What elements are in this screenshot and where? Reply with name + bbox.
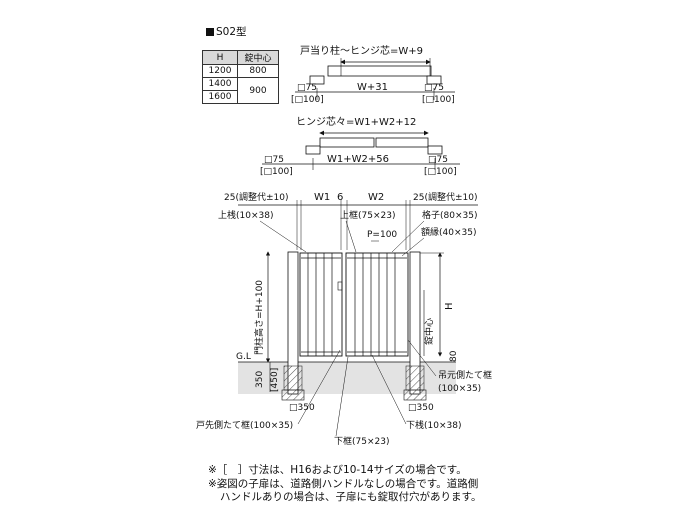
lock-icon [337, 281, 343, 291]
plan1-caption: 戸当り柱～ヒンジ芯=W+9 [300, 44, 423, 57]
plan2-span: W1+W2+56 [327, 154, 389, 165]
plan2-leaf-left [319, 137, 375, 148]
post-height-label: 門柱高さ=H+100 [253, 280, 265, 355]
plan2-post-right [427, 145, 443, 155]
elev-gap: 6 [337, 192, 343, 203]
plan2-post-left [305, 145, 321, 155]
elev-w1: W1 [314, 192, 330, 203]
gl-label: G.L [236, 352, 251, 362]
note-1: ※［ ］寸法は、H16および10-14サイズの場合です。 [208, 464, 467, 476]
foot-right-label: □350 [408, 403, 434, 413]
lattice-bars [301, 253, 407, 356]
embed-left [283, 365, 303, 391]
upper-rail-left-label: 上桟(10×38) [218, 209, 273, 221]
pitch-label: P=100 [367, 230, 397, 240]
spec-row-lock: 900 [237, 77, 279, 104]
note-3: ハンドルありの場合は、子扉にも錠取付穴があります。 [220, 491, 482, 503]
top-plan-1: 戸当り柱～ヒンジ芯=W+9 □75 [□100] W+31 □75 [□100] [291, 44, 455, 105]
plan1-gate-leaf [327, 65, 432, 77]
lock-center-label: 錠中心 [423, 318, 435, 345]
top-plan-2: ヒンジ芯々=W1+W2+12 □75 [□100] W1+W2+56 □75 [… [260, 115, 460, 177]
plan1-post-left [309, 75, 325, 85]
plan2-caption: ヒンジ芯々=W1+W2+12 [296, 115, 416, 128]
title-text: S02型 [216, 26, 247, 38]
embed-depth-alt: [450] [270, 368, 280, 392]
plan1-post-right-alt: [□100] [422, 95, 455, 105]
spec-table: H 錠中心 1200 800 1400 900 1600 [202, 50, 279, 104]
spec-row-h: 1600 [202, 90, 238, 104]
footing-right [403, 389, 427, 401]
lower-rail-label: 下桟(10×38) [406, 419, 461, 431]
embed-right [405, 365, 425, 391]
plan1-post-left-size: □75 [297, 83, 317, 93]
plan1-post-right-size: □75 [424, 83, 444, 93]
leading-stile-label: 戸先側たて框(100×35) [196, 419, 293, 431]
plan1-post-right [426, 75, 442, 85]
clearance-label: 80 [449, 350, 459, 362]
leaf-small [299, 252, 343, 357]
footing-left [281, 389, 305, 401]
plan1-span: W+31 [357, 82, 388, 93]
plan2-post-right-alt: [□100] [424, 167, 457, 177]
elevation: 25(調整代±10) W1 6 W2 25(調整代±10) G.L [196, 191, 492, 447]
hinge-stile-label: 吊元側たて框 [438, 369, 492, 381]
edge-trim-label: 額縁(40×35) [421, 226, 476, 238]
height-label: H [444, 302, 455, 310]
plan2-post-left-alt: [□100] [260, 167, 293, 177]
spec-header-lock: 錠中心 [237, 50, 279, 65]
title-marker [206, 28, 214, 36]
lower-frame-label: 下框(75×23) [334, 435, 389, 447]
plan2-post-left-size: □75 [264, 155, 284, 165]
plan2-post-right-size: □75 [428, 155, 448, 165]
foot-left-label: □350 [289, 403, 315, 413]
lattice-label: 格子(80×35) [422, 209, 477, 221]
upper-frame-label: 上框(75×23) [340, 209, 395, 221]
elev-w2: W2 [368, 192, 384, 203]
note-2: ※姿図の子扉は、道路側ハンドルなしの場合です。道路側 [208, 478, 479, 490]
elev-adj-left: 25(調整代±10) [224, 191, 288, 203]
embed-depth: 350 [255, 371, 265, 388]
leaf-large [345, 252, 409, 357]
diagram-title: S02型 [206, 24, 247, 39]
plan1-post-left-alt: [□100] [291, 95, 324, 105]
plan2-leaf-right [375, 137, 429, 148]
hinge-stile-size: (100×35) [438, 384, 481, 394]
elev-adj-right: 25(調整代±10) [413, 191, 477, 203]
